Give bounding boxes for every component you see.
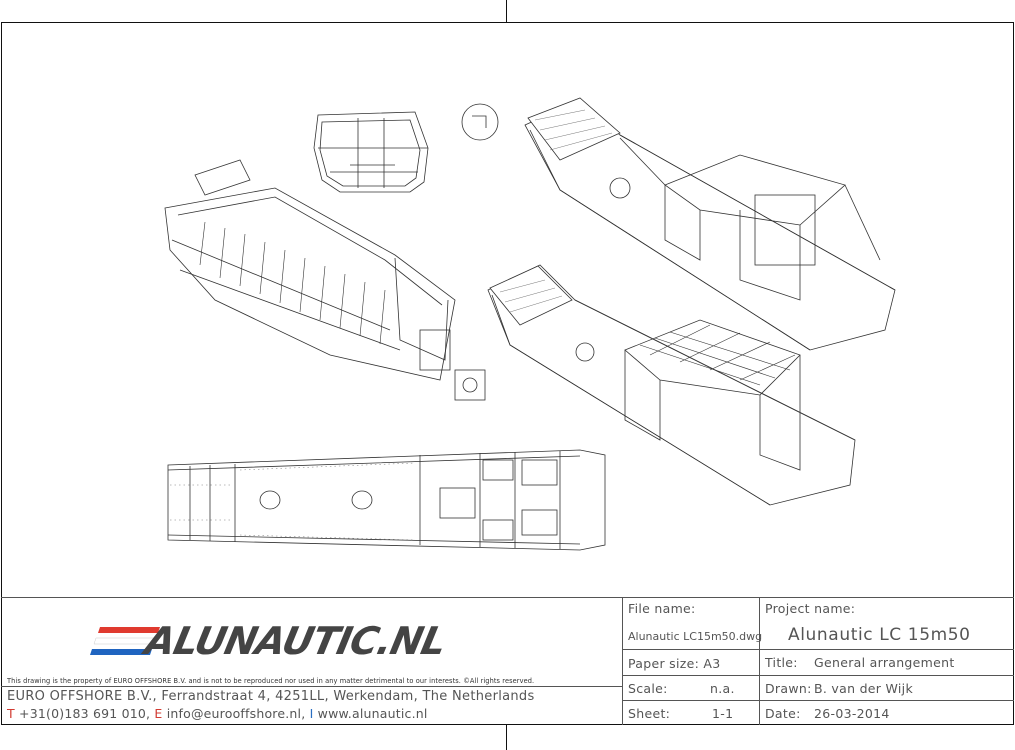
technical-drawing: [164, 97, 896, 551]
company-address: EURO OFFSHORE B.V., Ferrandstraat 4, 425…: [7, 689, 535, 704]
sheet-value: 1-1: [712, 706, 734, 721]
registration-tick-bottom: [506, 725, 507, 750]
paper-size: Paper size: A3: [628, 656, 721, 671]
website-link[interactable]: www.alunautic.nl: [317, 706, 428, 721]
title-block-row-left-1: [622, 649, 759, 650]
logo-flag-stripes: [90, 627, 160, 655]
title-block-divider-2: [759, 597, 760, 725]
phone-number: +31(0)183 691 010,: [19, 706, 151, 721]
phone-prefix: T: [7, 706, 15, 721]
file-name-value: Alunautic LC15m50.dwg: [628, 630, 763, 643]
drawing-sheet-frame: [1, 22, 1014, 725]
title-block-top-border: [1, 597, 1014, 598]
title-value: General arrangement: [814, 655, 955, 670]
web-prefix: I: [309, 706, 314, 721]
date-label: Date:: [765, 706, 801, 721]
company-divider: [1, 686, 622, 687]
cross-section-view: [313, 103, 499, 193]
sheet-label: Sheet:: [628, 706, 671, 721]
title-label: Title:: [765, 655, 798, 670]
title-block-divider-1: [622, 597, 623, 725]
drawn-label: Drawn:: [765, 681, 812, 696]
title-block-row-left-2: [622, 675, 1014, 676]
drawn-value: B. van der Wijk: [814, 681, 913, 696]
file-name-label: File name:: [628, 601, 696, 616]
plan-view: [167, 449, 606, 551]
scale-label: Scale:: [628, 681, 668, 696]
project-name-label: Project name:: [765, 601, 856, 616]
email-address[interactable]: info@eurooffshore.nl,: [166, 706, 306, 721]
isometric-view-upper: [524, 97, 896, 351]
contact-line: T +31(0)183 691 010, E info@eurooffshore…: [7, 706, 428, 721]
project-name-value: Alunautic LC 15m50: [788, 625, 971, 645]
title-block-row-left-3: [622, 700, 1014, 701]
registration-tick-top: [506, 0, 507, 22]
isometric-view-lower: [487, 264, 856, 506]
title-block-row-right-1: [759, 649, 1014, 650]
scale-value: n.a.: [710, 681, 735, 696]
logo-wordmark: ALUNAUTIC.NL: [141, 619, 450, 663]
date-value: 26-03-2014: [814, 706, 890, 721]
hull-structure-view: [164, 159, 486, 401]
copyright-disclaimer: This drawing is the property of EURO OFF…: [7, 677, 535, 685]
alunautic-logo: ALUNAUTIC.NL: [88, 619, 468, 663]
email-prefix: E: [154, 706, 163, 721]
